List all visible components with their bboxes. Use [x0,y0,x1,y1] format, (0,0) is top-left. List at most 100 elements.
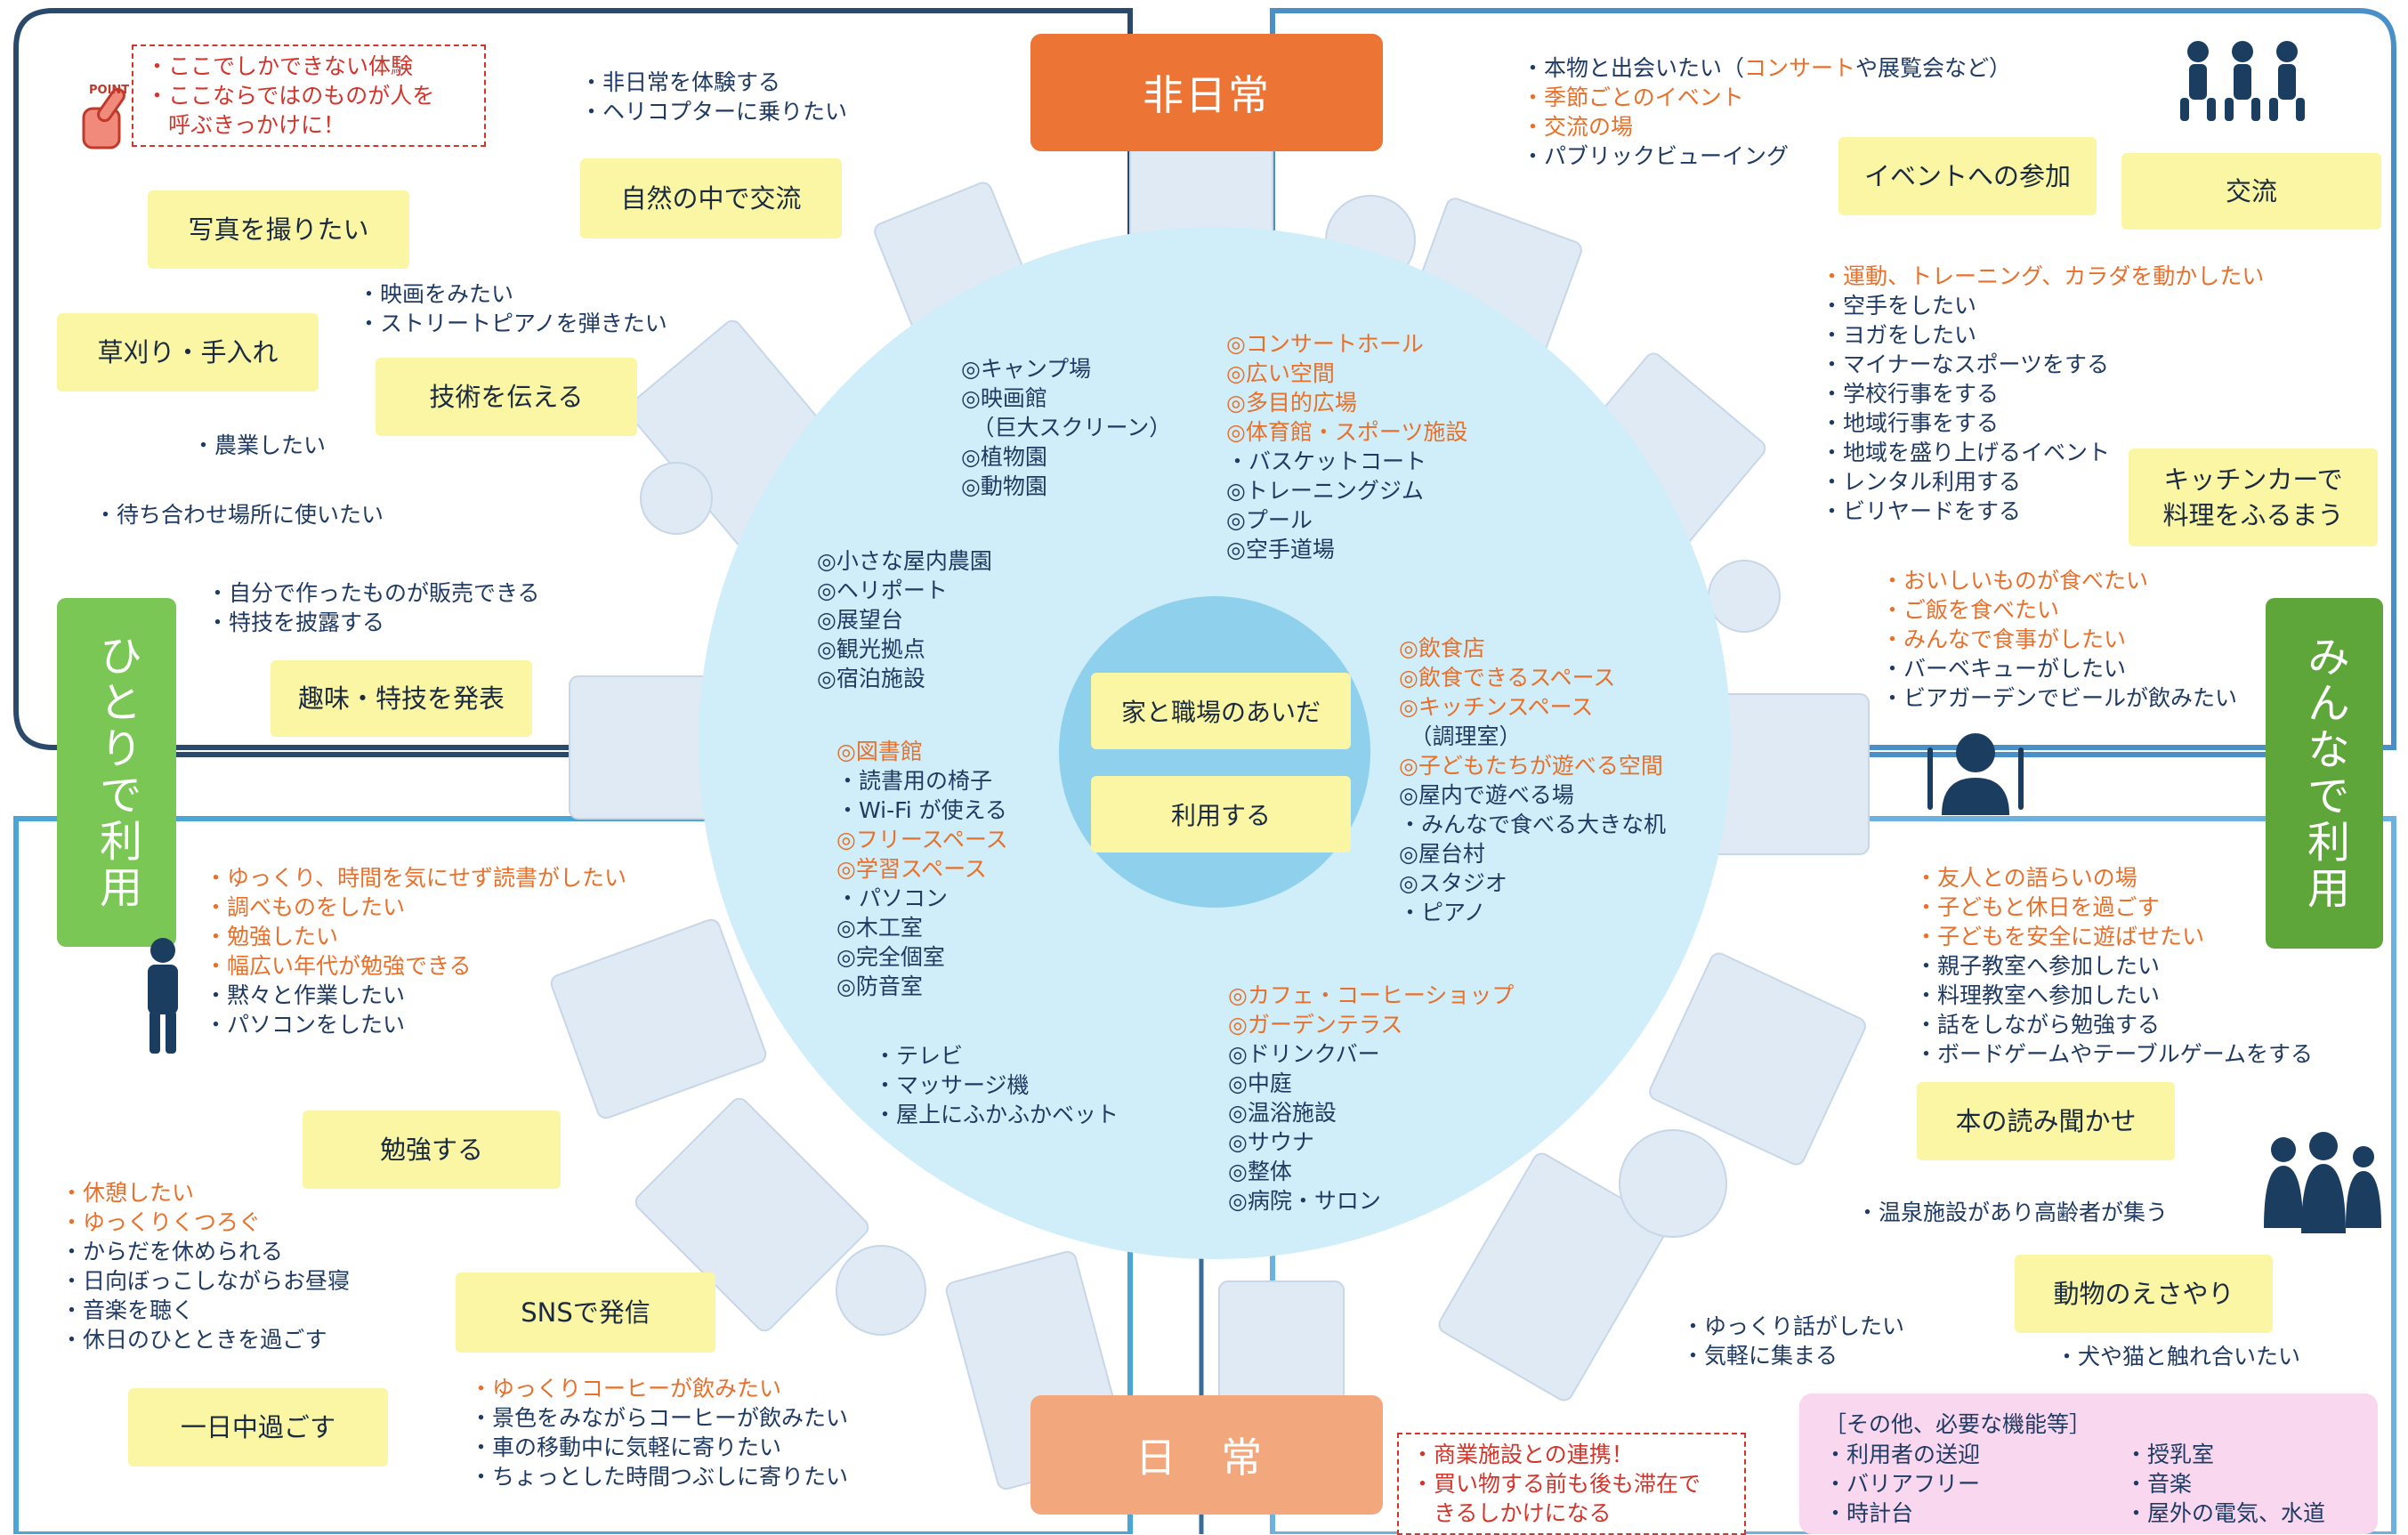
list-line: ◎展望台 [817,607,903,633]
point-badge: POINT [89,84,130,97]
other-item: ・時計台 [1824,1500,1914,1526]
text-line: ・本物と出会いたい（コンサートや展覧会など） [1522,53,2011,83]
list-line: ◎病院・サロン [1228,1188,1381,1214]
box-photo: 写真を撮りたい [148,190,409,269]
list-line: ◎広い空間 [1226,360,1335,386]
list-line: ・ピアノ [1399,900,1486,925]
center-use: 利用する [1091,776,1351,852]
list-line: ◎ドリンクバー [1228,1041,1380,1067]
text-line: ・ゆっくり話がしたい [1682,1313,1905,1339]
list-line: ・学校行事をする [1821,381,2000,407]
list-line: ◎防音室 [836,974,923,999]
list-line: ・マイナーなスポーツをする [1821,351,2110,377]
list-line: ・バーベキューがしたい [1881,656,2127,682]
box-animal-feed: 動物のえさやり [2015,1255,2273,1333]
circle-tv: ・テレビ・マッサージ機・屋上にふかふかベット [874,1041,1119,1129]
text-reading: ・ゆっくり、時間を気にせず読書がしたい・調べものをしたい・勉強したい・幅広い年代… [205,863,626,1039]
list-line: ・話をしながら勉強する [1915,1012,2161,1038]
text-line: ・非日常を体験する [580,69,781,95]
list-line: ・読書用の椅子 [836,768,993,794]
list-line: ◎コンサートホール [1226,331,1424,357]
list-line: ・ご飯を食べたい [1881,597,2060,623]
list-line: ◎木工室 [836,915,923,941]
family-group-icon [2264,1132,2381,1233]
list-line: ・ちょっとした時間つぶしに寄りたい [470,1464,849,1490]
text-line: ・交流の場 [1522,114,1634,140]
list-line: ・幅広い年代が勉強できる [205,953,472,979]
list-line: ・車の移動中に気軽に寄りたい [470,1434,782,1460]
label-group-use: みんなで利用 [2266,598,2383,949]
list-line: ・パソコン [836,885,949,911]
other-functions-col2: ・授乳室 ・音楽 ・屋外の電気、水道 [2125,1440,2325,1528]
list-line: （調理室） [1399,723,1522,749]
other-item: ・授乳室 [2125,1442,2215,1467]
list-line: ・テレビ [874,1043,964,1069]
list-line: ・パソコンをしたい [205,1012,406,1038]
list-line: ◎植物園 [961,444,1047,470]
list-line: ・友人との語らいの場 [1915,865,2137,891]
list-line: ・ゆっくりコーヒーが飲みたい [470,1376,782,1402]
text-part: や展覧会など） [1855,55,2012,81]
list-line: ・子どもを安全に遊ばせたい [1915,924,2205,949]
list-line: ・ゆっくり、時間を気にせず読書がしたい [205,865,627,891]
list-line: ◎温浴施設 [1228,1100,1337,1126]
commercial-note-line: ・買い物する前も後も滞在で [1411,1471,1701,1497]
text-selling: ・自分で作ったものが販売できる ・特技を披露する [206,578,540,637]
list-line: ◎子どもたちが遊べる空間 [1399,753,1663,779]
other-functions-title: ［その他、必要な機能等］ [1824,1411,2092,1437]
text-part-highlight: コンサート [1744,55,1856,81]
circle-restaurant: ◎飲食店◎飲食できるスペース◎キッチンスペース （調理室）◎子どもたちが遊べる空… [1399,634,1666,927]
list-line: ・空手をしたい [1821,293,1977,319]
other-item: ・屋外の電気、水道 [2125,1500,2326,1526]
list-line: ◎カフェ・コーヒーショップ [1228,982,1515,1008]
list-line: ・レンタル利用する [1821,469,2022,495]
list-line: ・親子教室へ参加したい [1915,953,2161,979]
list-line: ◎小さな屋内農園 [817,548,992,574]
center-between-home-work: 家と職場のあいだ [1091,673,1351,749]
list-line: ◎キッチンスペース [1399,694,1594,720]
text-line: ・自分で作ったものが販売できる [206,580,540,606]
point-note-line: ・ここでしかできない体験 [146,53,414,79]
text-sports: ・運動、トレーニング、カラダを動かしたい・空手をしたい・ヨガをしたい・マイナーな… [1821,262,2264,526]
list-line: ・みんなで食事がしたい [1881,626,2127,652]
diner-icon [1927,733,2024,815]
list-line: ◎映画館 [961,385,1047,411]
list-line: ◎図書館 [836,739,923,764]
box-kitchen-car: キッチンカーで 料理をふるまう [2129,448,2378,546]
list-line: ◎フリースペース [836,827,1008,852]
list-line: ・休日のひとときを過ごす [61,1327,327,1353]
text-line: ・気軽に集まる [1682,1343,1838,1369]
list-line: ・調べものをしたい [205,894,406,920]
circle-library: ◎図書館・読書用の椅子・Wi-Fi が使える◎フリースペース◎学習スペース・パソ… [836,737,1008,1001]
list-line: ◎サウナ [1228,1129,1314,1155]
pointing-hand-icon [82,87,125,149]
list-line: ・休憩したい [61,1180,195,1206]
list-line: ・マッサージ機 [874,1072,1030,1098]
list-line: ◎屋内で遊べる場 [1399,782,1574,808]
box-weeding: 草刈り・手入れ [57,313,319,392]
running-people-icon [2180,41,2305,121]
text-line: ・季節ごとのイベント [1522,85,1744,110]
list-line: ・音楽を聴く [61,1297,195,1323]
other-item: ・音楽 [2125,1471,2193,1497]
box-sns: SNSで発信 [456,1272,715,1353]
commercial-note-line: きるしかけになる [1411,1500,1612,1526]
list-line: ◎完全個室 [836,944,945,970]
box-skill-teach: 技術を伝える [376,358,637,436]
list-line: ・からだを休められる [61,1239,284,1264]
list-line: ・日向ぼっこしながらお昼寝 [61,1268,351,1294]
list-line: ◎多目的広場 [1226,390,1357,416]
person-icon [148,938,178,1054]
list-line: ◎動物園 [961,473,1047,499]
list-line: ◎体育館・スポーツ施設 [1226,419,1468,445]
other-item: ・バリアフリー [1824,1471,1981,1497]
list-line: ・地域を盛り上げるイベント [1821,440,2111,465]
circle-farm: ◎小さな屋内農園◎ヘリポート◎展望台◎観光拠点◎宿泊施設 [817,546,992,693]
list-line: ◎学習スペース [836,856,987,882]
label-nonordinary: 非日常 [1030,34,1383,151]
list-line: ◎観光拠点 [817,636,925,662]
text-food: ・おいしいものが食べたい・ご飯を食べたい・みんなで食事がしたい・バーベキューがし… [1881,566,2237,713]
box-nature: 自然の中で交流 [580,158,842,238]
list-line: ◎宿泊施設 [817,666,925,691]
text-line: ・特技を披露する [206,610,385,635]
